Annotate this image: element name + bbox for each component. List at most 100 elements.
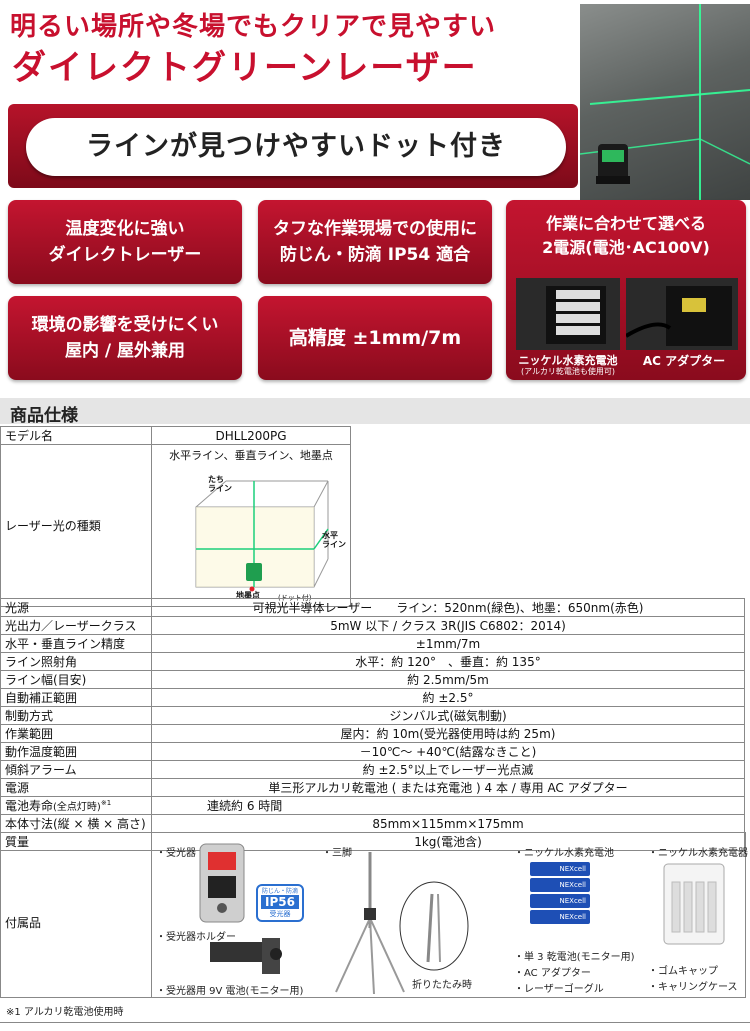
spec-value: 連続約 6 時間 [151,796,745,815]
spec-value: ±1mm/7m [151,634,745,653]
spec-key: ライン照射角 [0,652,152,671]
spec-value-laser: 水平ライン、垂直ライン、地墨点 たち ライン 水平 ライン 地墨点 (ドット付) [151,444,351,607]
divider [0,1022,750,1023]
product-photo [580,4,750,200]
spec-value: 水平：約 120° 、垂直：約 135° [151,652,745,671]
battery-note: (アルカリ乾電池も使用可) [521,367,615,376]
table-row: モデル名 DHLL200PG [0,426,745,445]
spec-section-header [0,398,750,424]
ip56-badge: 防じん・防滴 IP56 受光器 [256,884,304,922]
table-row: 電源単三形アルカリ乾電池 ( または充電池 ) 4 本 / 専用 AC アダプタ… [0,778,745,797]
table-row: 作業範囲屋内：約 10m(受光器使用時は約 25m) [0,724,745,743]
adapter-photo [626,278,738,350]
battery-life-key: 電池寿命(全点灯時)※1 [5,799,112,813]
feature-text: 2電源(電池･AC100V) [542,238,710,257]
spec-key: 電池寿命(全点灯時)※1 [0,796,152,815]
headline-line2: ダイレクトグリーンレーザー [12,48,478,88]
holder-icon [210,938,282,974]
battery-pack-icon [546,286,606,344]
feature-card-accuracy: 高精度 ±1mm/7m [258,296,492,380]
spec-key: 動作温度範囲 [0,742,152,761]
nimh-batteries-icon: NEXcell NEXcell NEXcell NEXcell [530,862,590,924]
table-row: 電池寿命(全点灯時)※1 連続約 6 時間 [0,796,745,815]
battery-label: ニッケル水素充電池 [518,354,618,367]
spec-key: 作業範囲 [0,724,152,743]
spec-key: 付属品 [5,916,42,930]
accessory-nimh-battery: ・ニッケル水素充電池 [514,848,614,859]
spec-key: 光源 [0,598,152,617]
feature-card-temperature: 温度変化に強い ダイレクトレーザー [8,200,242,284]
accessory-receiver: ・受光器 [156,848,196,859]
feature-text: 屋内 / 屋外兼用 [64,341,186,361]
spec-value: 1kg(電池含) [151,832,745,851]
tripod-folded-icon [399,881,469,971]
table-row: 制動方式ジンバル式(磁気制動) [0,706,745,725]
laser-cube-diagram [195,480,329,592]
accessory-ac-adapter: ・AC アダプター [514,968,591,979]
spec-table-main: 光源可視光半導体レーザー ライン：520nm(緑色)、地墨：650nm(赤色)光… [0,598,745,851]
accessory-aa-battery: ・単 3 乾電池(モニター用) [514,952,635,963]
feature-card-environment: 環境の影響を受けにくい 屋内 / 屋外兼用 [8,296,242,380]
table-row: 自動補正範囲約 ±2.5° [0,688,745,707]
tripod-icon [335,852,405,995]
diagram-label-horizontal: 水平 ライン [322,531,346,549]
feature-banner-text: ラインが見つけやすいドット付き [86,131,506,162]
headline-line1: 明るい場所や冬場でもクリアで見やすい [10,12,497,42]
spec-key: モデル名 [0,426,152,445]
table-row: 水平・垂直ライン精度±1mm/7m [0,634,745,653]
spec-value: 約 ±2.5° [151,688,745,707]
receiver-icon [199,843,245,923]
feature-text: ダイレクトレーザー [48,245,202,265]
spec-key: 電源 [0,778,152,797]
spec-value: 水平ライン、垂直ライン、地墨点 [169,449,333,462]
battery-photo [516,278,620,350]
spec-value: 屋内：約 10m(受光器使用時は約 25m) [151,724,745,743]
footnote: ※1 アルカリ乾電池使用時 [6,1007,124,1018]
accessory-holder: ・受光器ホルダー [156,932,236,943]
tripod-folded-label: 折りたたみ時 [412,980,472,991]
spec-value: ジンバル式(磁気制動) [151,706,745,725]
laser-scene-illustration [580,4,750,200]
feature-text: 作業に合わせて選べる [545,214,706,233]
table-row: ライン幅(目安)約 2.5mm/5m [0,670,745,689]
power-card-title: 作業に合わせて選べる 2電源(電池･AC100V) [506,212,746,260]
spec-value: 単三形アルカリ乾電池 ( または充電池 ) 4 本 / 専用 AC アダプター [151,778,745,797]
table-row: 光源可視光半導体レーザー ライン：520nm(緑色)、地墨：650nm(赤色) [0,598,745,617]
adapter-label: AC アダプター [642,354,726,368]
spec-table: モデル名 DHLL200PG レーザー光の種類 水平ライン、垂直ライン、地墨点 [0,426,745,607]
spec-key: 光出力／レーザークラス [0,616,152,635]
feature-text: タフな作業現場での使用に [273,219,477,239]
accessory-tripod: ・三脚 [322,848,352,859]
feature-banner-pill [26,118,566,176]
spec-key: レーザー光の種類 [0,444,152,607]
diagram-label-ground-point: 地墨点 [236,591,260,600]
spec-value: 85mm×115mm×175mm [151,814,745,833]
spec-section-title: 商品仕様 [10,406,78,426]
spec-key: ライン幅(目安) [0,670,152,689]
spec-key: 傾斜アラーム [0,760,152,779]
accessories-cell [0,832,746,998]
spec-value: 5mW 以下 / クラス 3R(JIS C6802：2014) [151,616,745,635]
feature-text: 防じん・防滴 IP54 適合 [279,245,471,265]
spec-key: 水平・垂直ライン精度 [0,634,152,653]
table-row: 本体寸法(縦 × 横 × 高さ)85mm×115mm×175mm [0,814,745,833]
spec-value: 可視光半導体レーザー ライン：520nm(緑色)、地墨：650nm(赤色) [151,598,745,617]
spec-value: 約 ±2.5°以上でレーザー光点滅 [151,760,745,779]
diagram-label-vertical: たち ライン [208,475,232,493]
feature-text: 高精度 ±1mm/7m [288,327,462,349]
accessory-9v-battery: ・受光器用 9V 電池(モニター用) [156,986,304,997]
spec-key: 制動方式 [0,706,152,725]
table-row: 動作温度範囲－10℃～ +40℃(結露なきこと) [0,742,745,761]
table-row: ライン照射角水平：約 120° 、垂直：約 135° [0,652,745,671]
feature-text: 環境の影響を受けにくい [31,315,219,335]
spec-key: 本体寸法(縦 × 横 × 高さ) [0,814,152,833]
accessory-charger: ・ニッケル水素充電器 [648,848,748,859]
feature-text: 温度変化に強い [65,219,185,239]
spec-value: －10℃～ +40℃(結露なきこと) [151,742,745,761]
accessory-rubber-cap: ・ゴムキャップ [648,966,718,977]
feature-card-dustproof: タフな作業現場での使用に 防じん・防滴 IP54 適合 [258,200,492,284]
spec-value: DHLL200PG [151,426,351,445]
charger-icon [663,863,725,945]
